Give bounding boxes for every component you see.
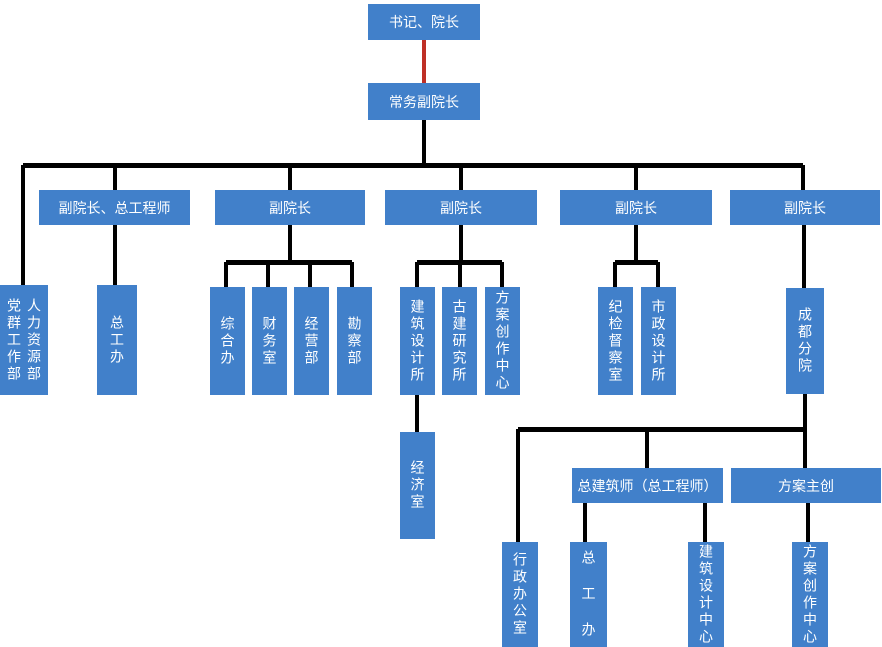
connector-line: [113, 165, 117, 190]
org-node-economy-office[interactable]: 经济室: [400, 432, 435, 539]
connector-line: [459, 165, 463, 190]
org-node-architectural-design-institute[interactable]: 建筑设计所: [400, 287, 435, 395]
connector-line: [615, 260, 658, 265]
connector-line: [415, 262, 419, 287]
connector-line: [801, 165, 805, 190]
connector-line: [634, 165, 638, 190]
connector-line: [288, 225, 292, 262]
connector-line: [422, 120, 426, 165]
connector-line: [308, 262, 312, 287]
org-node-vice-president-4[interactable]: 副院长: [730, 190, 880, 225]
org-node-general-office[interactable]: 综合办: [210, 287, 245, 395]
org-node-finance-office[interactable]: 财务室: [252, 287, 287, 395]
connector-line: [226, 260, 352, 265]
org-node-chief-engineer-office[interactable]: 总工办: [97, 285, 137, 395]
connector-line: [459, 225, 463, 262]
connector-line: [21, 165, 25, 285]
org-node-ancient-architecture-institute[interactable]: 古建研究所: [442, 287, 477, 395]
org-node-secretary-president[interactable]: 书记、院长: [368, 4, 480, 40]
org-node-municipal-design-institute[interactable]: 市政设计所: [641, 287, 676, 395]
connector-line: [803, 429, 807, 468]
org-node-business-dept[interactable]: 经营部: [294, 287, 329, 395]
connector-line: [415, 395, 419, 432]
connector-red-line: [422, 40, 426, 83]
connector-line: [518, 427, 805, 432]
connector-line: [350, 262, 354, 287]
connector-line: [703, 503, 707, 542]
connector-line: [23, 163, 803, 168]
org-node-chengdu-branch[interactable]: 成都分院: [786, 288, 824, 394]
org-node-discipline-inspection-office[interactable]: 纪检督察室: [598, 287, 633, 395]
org-node-vice-president-2[interactable]: 副院长: [385, 190, 537, 225]
connector-line: [645, 429, 649, 468]
connector-line: [516, 429, 520, 542]
connector-line: [802, 225, 806, 288]
connector-line: [613, 262, 617, 287]
org-node-scheme-creation-center[interactable]: 方案创作中心: [485, 287, 520, 395]
org-node-vice-president-3[interactable]: 副院长: [560, 190, 712, 225]
connector-line: [634, 225, 638, 262]
connector-line: [224, 262, 228, 287]
org-node-chief-engineer-office-branch[interactable]: 总 工 办: [570, 542, 607, 647]
connector-line: [500, 262, 504, 287]
connector-line: [458, 262, 462, 287]
org-node-admin-office[interactable]: 行政办公室: [502, 542, 538, 647]
org-node-chief-architect[interactable]: 总建筑师（总工程师）: [572, 468, 723, 503]
org-node-survey-dept[interactable]: 勘察部: [337, 287, 372, 395]
connector-line: [583, 503, 587, 542]
connector-line: [656, 262, 660, 287]
org-node-vp-chief-engineer[interactable]: 副院长、总工程师: [39, 190, 190, 225]
org-node-architectural-design-center[interactable]: 建筑设计中心: [688, 542, 724, 647]
connector-line: [266, 262, 270, 287]
connector-line: [803, 394, 807, 429]
org-node-hr-and-party-dept[interactable]: 人力资源部 党群工作部: [0, 285, 48, 395]
org-node-scheme-creation-center-branch[interactable]: 方案创作中心: [792, 542, 828, 647]
connector-line: [806, 503, 810, 542]
connector-line: [288, 165, 292, 190]
org-node-vice-president-1[interactable]: 副院长: [215, 190, 365, 225]
org-node-exec-vice-president[interactable]: 常务副院长: [368, 83, 480, 120]
org-node-scheme-lead[interactable]: 方案主创: [731, 468, 881, 503]
connector-line: [113, 225, 117, 285]
